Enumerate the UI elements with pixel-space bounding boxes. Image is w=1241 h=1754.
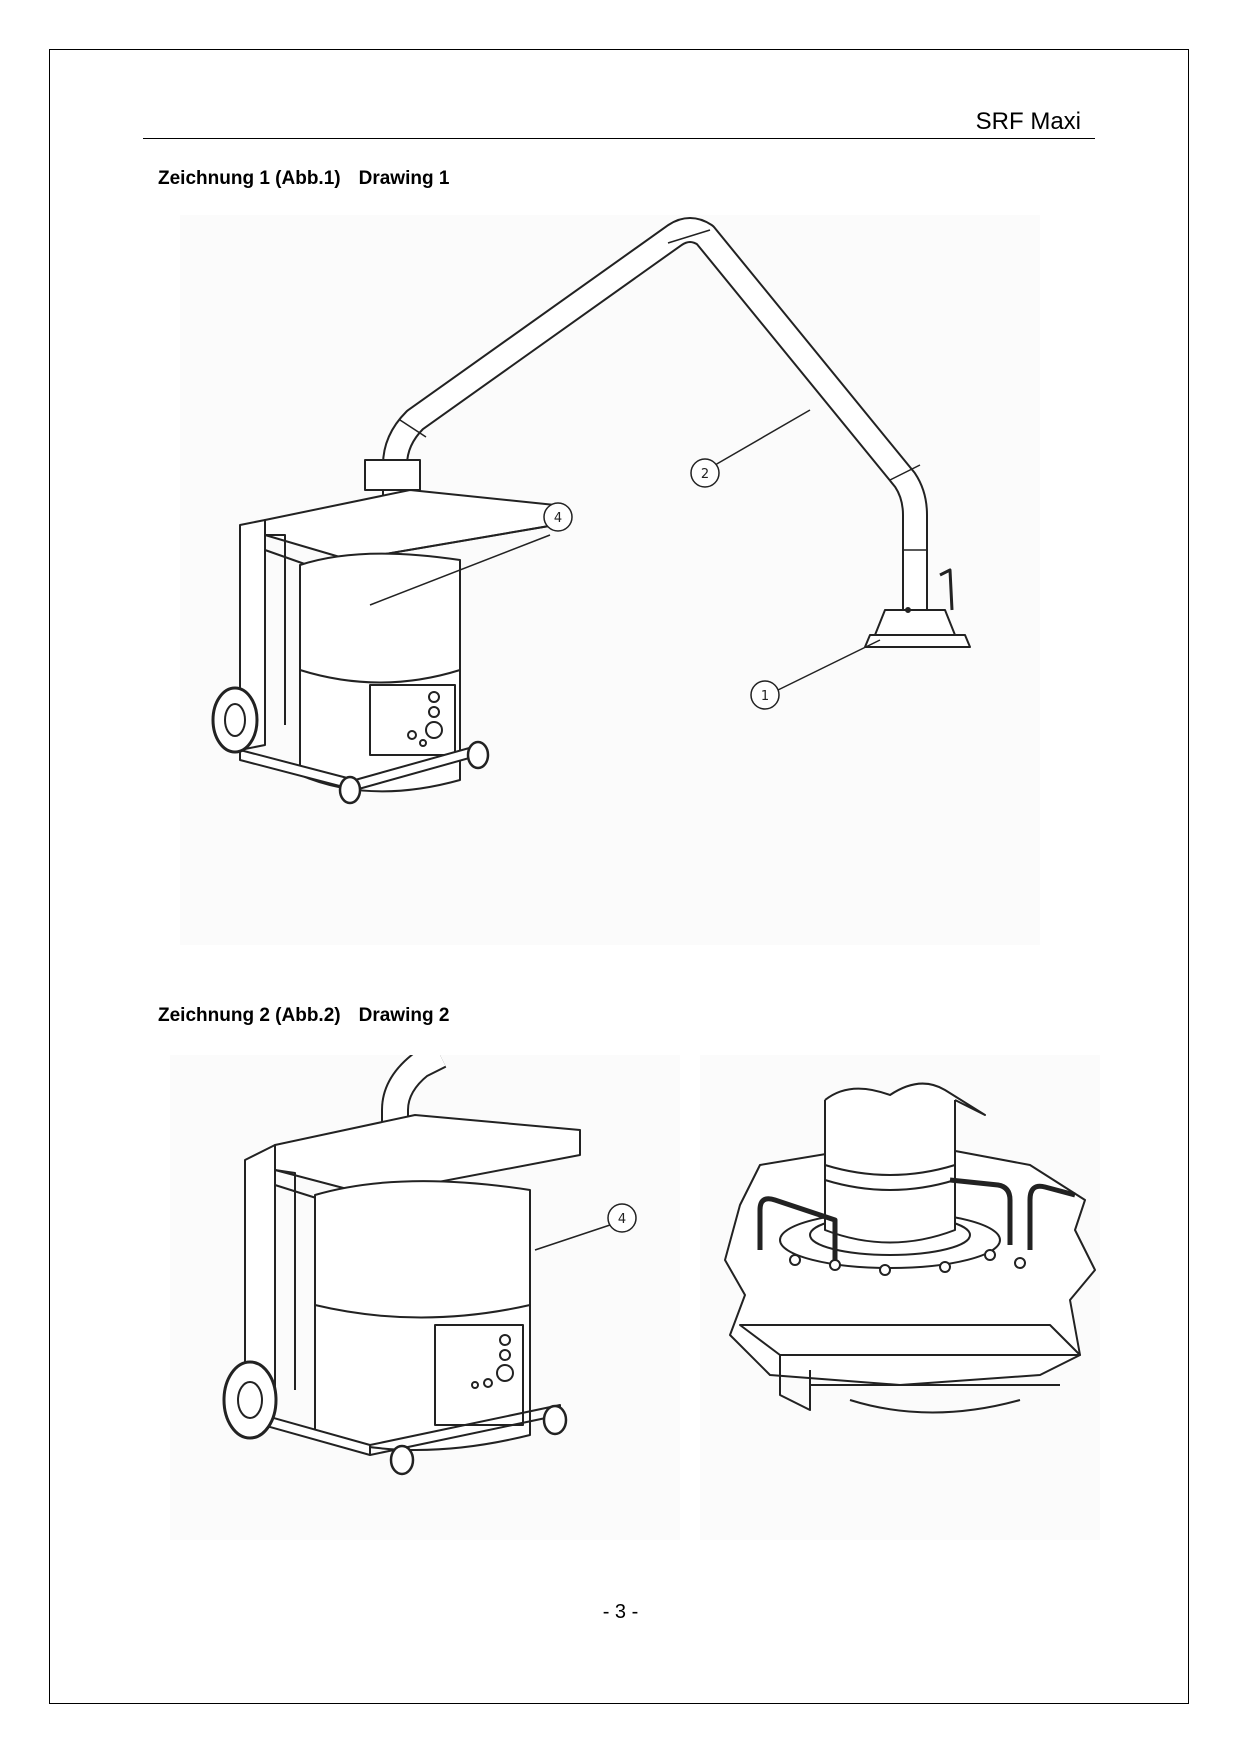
figure-2-left-drawing: 4: [170, 1055, 680, 1540]
header-rule: [143, 138, 1095, 139]
figure-1-callout-4: 4: [554, 511, 562, 526]
page-number: - 3 -: [602, 1601, 639, 1623]
page-frame: [49, 49, 1189, 1704]
figure-1-drawing: 4 2 1: [180, 215, 1040, 945]
figure-1-caption-en: Drawing 1: [358, 168, 450, 189]
figure-2-caption-en: Drawing 2: [358, 1005, 450, 1026]
document-title: SRF Maxi: [975, 108, 1081, 135]
figure-1-callout-1: 1: [761, 689, 769, 704]
figure-1-caption-de: Zeichnung 1 (Abb.1): [158, 168, 341, 189]
figure-2-callout-4: 4: [618, 1212, 626, 1227]
figure-1-callout-2: 2: [701, 467, 709, 482]
figure-2-detail-drawing: [700, 1055, 1100, 1540]
figure-1-caption: Zeichnung 1 (Abb.1) Drawing 1: [158, 168, 449, 190]
figure-2-caption: Zeichnung 2 (Abb.2) Drawing 2: [158, 1005, 449, 1027]
figure-2-caption-de: Zeichnung 2 (Abb.2): [158, 1005, 341, 1026]
